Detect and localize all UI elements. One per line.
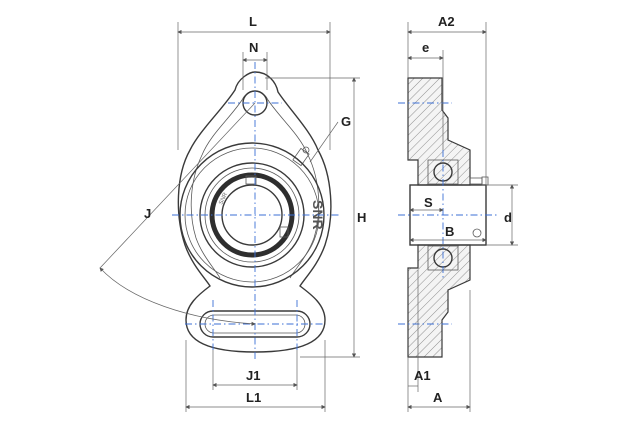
dim-label-A: A [433, 390, 443, 405]
side-section-view [398, 77, 498, 358]
set-screw-top [245, 175, 257, 185]
dim-label-d: d [504, 210, 512, 225]
dim-label-S: S [424, 195, 433, 210]
housing-outline [177, 71, 332, 353]
side-dimensions: A2 e S B d A1 A [407, 14, 518, 412]
dim-label-L: L [249, 14, 257, 29]
side-set-screw-hole [472, 228, 482, 238]
dim-label-L1: L1 [246, 390, 261, 405]
side-upper-section [407, 77, 471, 186]
front-dimensions: L N H G J J1 L1 [99, 14, 366, 412]
dim-label-H: H [357, 210, 366, 225]
dim-label-N: N [249, 40, 258, 55]
side-grease-nipple [469, 176, 489, 186]
dim-label-A2: A2 [438, 14, 455, 29]
set-screw-bottom [279, 226, 289, 238]
side-lower-section [407, 244, 471, 358]
ring-text: SNR [218, 191, 229, 206]
front-view: SNR SNR [172, 62, 340, 362]
grease-nipple [292, 146, 310, 167]
dim-label-B: B [445, 224, 454, 239]
dim-label-J1: J1 [246, 368, 260, 383]
dim-label-A1: A1 [414, 368, 431, 383]
dim-label-e: e [422, 40, 429, 55]
dim-label-J: J [144, 206, 151, 221]
dim-label-G: G [341, 114, 351, 129]
